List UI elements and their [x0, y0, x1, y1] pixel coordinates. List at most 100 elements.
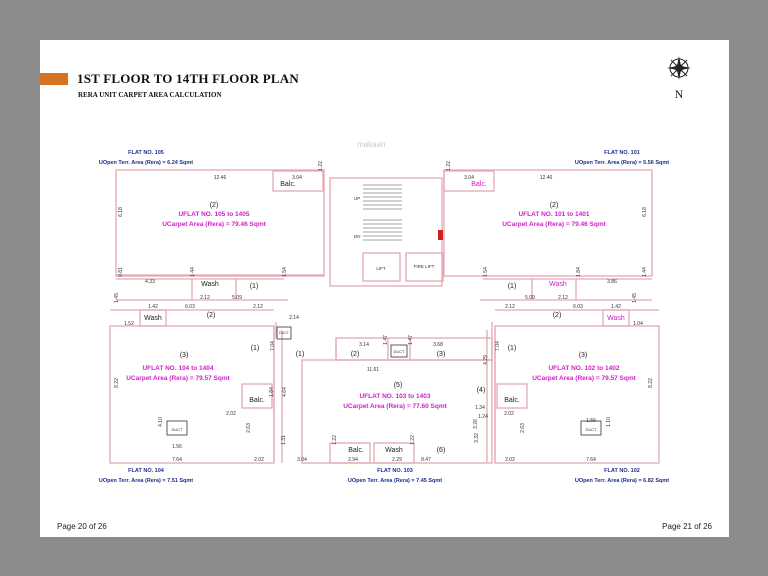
dim-110: 1.10 [606, 417, 612, 427]
north-compass-icon: N [667, 56, 691, 101]
balc-102: Balc. [504, 397, 520, 404]
dim-122-b: 1.22 [446, 161, 452, 171]
compass-north-letter: N [675, 87, 684, 101]
dim-764-right: 7.64 [586, 457, 596, 463]
balc-104: Balc. [249, 397, 265, 404]
dim-429: 4.29 [483, 355, 489, 365]
flat-104-name: FLAT NO. 104 [128, 468, 165, 474]
wall-lines [109, 169, 660, 464]
dim-764-left: 7.64 [172, 457, 182, 463]
dim-184-right: 1.84 [576, 267, 582, 277]
dim-368: 3.68 [433, 342, 443, 348]
room-101-1: (1) [508, 283, 517, 290]
dim-145-left: 1.45 [114, 293, 120, 303]
dim-124: 1.24 [478, 414, 488, 420]
dim-212-b: 2.12 [253, 304, 263, 310]
unit-105-flat: UFLAT NO. 105 to 1405 [178, 211, 249, 218]
room-103-4: (4) [477, 387, 486, 394]
dim-603-left: 6.03 [185, 304, 195, 310]
dim-144-left: 1.44 [190, 267, 196, 277]
unit-103-flat: UFLAT NO. 103 to 1403 [359, 393, 430, 400]
room-101-2: (2) [550, 202, 559, 209]
dim-184-left: 1.84 [269, 387, 275, 397]
dim-147-b: 1.47 [408, 335, 414, 345]
watermark: makaan [357, 140, 386, 149]
flat-101-name: FLAT NO. 101 [604, 150, 640, 156]
room-105-2: (2) [210, 202, 219, 209]
wash-101: Wash [549, 281, 567, 288]
duct-stair-label: DUCT [279, 331, 290, 335]
room-104-2: (2) [207, 312, 216, 319]
dim-618-left: 6.18 [118, 207, 124, 217]
dim-332: 3.32 [474, 433, 480, 443]
room-103-2: (2) [351, 351, 360, 358]
unit-104-flat: UFLAT NO. 104 to 1404 [142, 365, 213, 372]
balc-103: Balc. [348, 447, 364, 454]
dim-1246-right: 12.46 [540, 175, 553, 181]
flat-102-terrace: UOpen Terr. Area (Rera) = 6.82 Sqmt [575, 478, 669, 484]
plan-sheet: 1ST FLOOR TO 14TH FLOOR PLAN RERA UNIT C… [40, 40, 729, 537]
dim-704-left: 7.04 [270, 341, 276, 351]
wash-103: Wash [385, 447, 403, 454]
fire-extinguisher-icon [438, 230, 443, 240]
lift-label: LIFT [376, 266, 386, 271]
dim-131: 1.31 [281, 435, 287, 445]
room-103-6: (6) [437, 447, 446, 454]
dim-142-right: 1.42 [611, 304, 621, 310]
flat-105-terrace: UOpen Terr. Area (Rera) = 6.24 Sqmt [99, 160, 193, 166]
flat-104-terrace: UOpen Terr. Area (Rera) = 7.51 Sqmt [99, 478, 193, 484]
room-103-3: (3) [437, 351, 446, 358]
dim-847: 8.47 [421, 457, 431, 463]
dim-145-right: 1.45 [632, 293, 638, 303]
duct-stair [276, 326, 292, 340]
dim-433: 4.33 [145, 279, 155, 285]
dim-154-left: 1.54 [282, 267, 288, 277]
dim-618-right: 6.18 [642, 207, 648, 217]
dim-509-a: 5.09 [232, 295, 242, 301]
dim-509-b: 5.09 [525, 295, 535, 301]
wash-104: Wash [144, 315, 162, 322]
dim-314: 3.14 [359, 342, 369, 348]
wash-105: Wash [201, 281, 219, 288]
room-103-5: (5) [394, 382, 403, 389]
dim-154-right: 1.54 [483, 267, 489, 277]
dim-202-b: 2.02 [254, 457, 264, 463]
dim-142-left: 1.42 [148, 304, 158, 310]
duct-center-label: DUCT [393, 349, 405, 354]
dim-147-a: 1.47 [383, 335, 389, 345]
dim-212-d: 2.12 [505, 304, 515, 310]
dim-156-left: 1.56 [172, 444, 182, 450]
dim-304-bottom: 3.04 [297, 457, 307, 463]
dim-212-a: 2.12 [200, 295, 210, 301]
room-105-1: (1) [250, 283, 259, 290]
dim-122-a: 1.22 [318, 161, 324, 171]
dim-464: 4.64 [282, 387, 288, 397]
dim-304-right: 3.04 [464, 175, 474, 181]
flat-103-terrace: UOpen Terr. Area (Rera) = 7.45 Sqmt [348, 478, 442, 484]
dim-202-right: 2.02 [504, 411, 514, 417]
flat-105-name: FLAT NO. 105 [128, 150, 164, 156]
page-number-right: Page 21 of 26 [662, 522, 712, 531]
dim-202-c: 2.02 [505, 457, 515, 463]
dim-822-left: 8.22 [114, 378, 120, 388]
flat-101-terrace: UOpen Terr. Area (Rera) = 5.56 Sqmt [575, 160, 669, 166]
room-104-3: (3) [180, 352, 189, 359]
unit-102-carpet: UCarpet Area (Rera) = 79.57 Sqmt [532, 375, 636, 382]
dim-294: 2.94 [348, 457, 358, 463]
dim-263-left: 2.63 [246, 423, 252, 433]
duct-left [166, 420, 188, 436]
dim-1161: 11.61 [367, 367, 379, 373]
dim-156-right: 1.56 [586, 418, 596, 424]
dim-263-right: 2.63 [520, 423, 526, 433]
dim-603-right: 6.03 [573, 304, 583, 310]
dim-212-c: 2.12 [558, 295, 568, 301]
flat-102-name: FLAT NO. 102 [604, 468, 640, 474]
page-number-left: Page 20 of 26 [57, 522, 107, 531]
unit-105-carpet: UCarpet Area (Rera) = 79.46 Sqmt [162, 221, 266, 228]
unit-101-flat: UFLAT NO. 101 to 1401 [518, 211, 589, 218]
dim-229: 2.29 [392, 457, 402, 463]
room-102-1: (1) [508, 345, 517, 352]
dim-134: 1.34 [475, 405, 485, 411]
room-103-1: (1) [296, 351, 305, 358]
title-accent-bar [40, 73, 68, 85]
